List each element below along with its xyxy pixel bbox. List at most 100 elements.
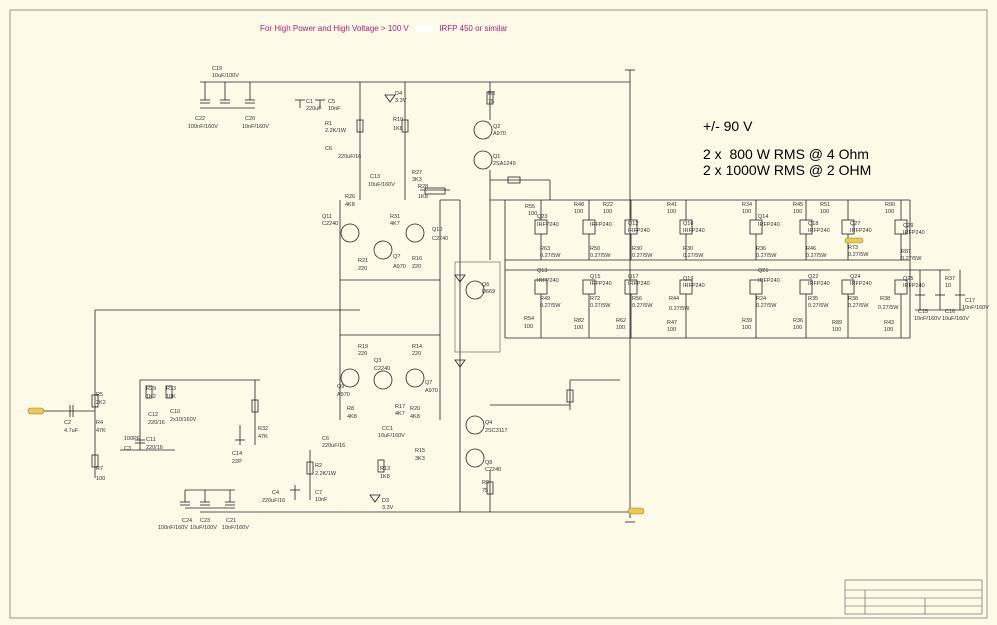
label-r29: R29 [146,386,156,392]
label-q11: Q11 [322,214,332,220]
value-r47: 100 [667,327,676,333]
label-r45: R45 [793,202,803,208]
label-c5: C5 [328,99,335,105]
value-q6: D669 [482,289,495,295]
label-r44: R44 [669,296,679,302]
value-r39: 100 [742,325,751,331]
value-r30: 0.27/5W [632,253,653,259]
label-r43: R43 [884,320,894,326]
input-stage [27,309,360,478]
value-c11: 220/16 [146,445,163,451]
label-q6: Q6 [482,282,489,288]
speaker-connector [627,507,645,515]
value-q8: C2240 [485,467,501,473]
label-q16: Q16 [683,221,693,227]
value-r30-b: 0.27/5W [683,253,704,259]
label-q25: Q25 [903,276,913,282]
value-r17: 4K7 [395,411,405,417]
value-r63: 0.27/5W [540,253,561,259]
value-c7: 10nF [315,497,328,503]
value-q29: IRFP240 [903,230,925,236]
label-r9: R9 [482,480,489,486]
label-q7: Q7 [425,380,432,386]
value-r29: 1K2 [146,394,156,400]
label-q15: Q15 [590,274,600,280]
value-r36: 0.27/5W [756,253,777,259]
value-q15-up: IRFP240 [590,222,612,228]
input-connector [27,407,45,415]
label-q3: Q3 [374,358,381,364]
output-connector [844,237,864,244]
label-r2: R2 [315,463,322,469]
value-r24: 0.27/5W [756,303,777,309]
label-r24: R24 [756,296,766,302]
label-r28: R28 [418,184,428,190]
label-r15: R15 [415,448,425,454]
value-r14: 220 [412,351,421,357]
label-r38: R38 [848,296,858,302]
value-c24: 100nF/160V [158,525,188,531]
label-c15: C15 [918,309,928,315]
label-c6-lower: C6 [322,436,329,442]
label-r14: R14 [412,344,422,350]
label-q1: Q1 [493,154,500,160]
value-r20: 4K8 [410,414,420,420]
value-r2: 2.2K/1W [315,471,337,477]
value-q4: 2SC3117 [485,428,508,434]
label-q12: Q12 [628,221,638,227]
value-r35: 0.27/5W [808,303,829,309]
label-r13: R13 [380,466,390,472]
label-r48: R48 [574,202,584,208]
negative-rail [200,511,640,523]
value-c19: 10uF/100V [212,73,239,79]
label-q13: Q13 [537,268,547,274]
value-r36-lower: 100 [793,325,802,331]
value-c16: 10uF/160V [942,316,969,322]
label-c22: C22 [195,116,205,122]
label-r32: R32 [258,426,268,432]
label-c10: C10 [170,409,180,415]
value-r10: 1K8 [393,126,403,132]
value-q2: A970 [493,131,506,137]
label-q24: Q24 [850,274,860,280]
value-r9: 75 [482,488,488,494]
value-q3: C2240 [374,366,390,372]
label-d4: D4 [395,91,402,97]
value-q10: C2240 [432,236,448,242]
value-r62: 100 [616,325,625,331]
value-r21: 220 [358,266,367,272]
label-r34: R34 [742,202,752,208]
value-q1: 2SA1249 [493,161,516,167]
value-r31: 4K7 [390,221,400,227]
label-q19: Q19 [683,276,693,282]
value-c4: 220uF/16 [262,498,285,504]
label-d3: D3 [382,498,389,504]
label-c23: C23 [200,518,210,524]
label-c24: C24 [182,518,192,524]
value-r72: 0.27/5W [590,303,611,309]
label-r36-lower: R36 [793,318,803,324]
value-q16: IRFP240 [683,228,705,234]
label-r33: R33 [166,386,176,392]
label-r37: R37 [945,276,955,282]
value-c14: 22P [232,459,242,465]
value-r82: 100 [574,325,583,331]
label-r4: R4 [96,420,103,426]
value-r45: 100 [793,209,802,215]
value-r8: 4K8 [347,414,357,420]
value-r50: 0.27/5W [590,253,611,259]
value-c21: 10nF/160V [222,525,249,531]
value-q23: IRFP240 [537,222,559,228]
value-c17: 10nF/160V [962,305,989,311]
output-bias-network [454,176,950,410]
label-r47: R47 [667,320,677,326]
value-r89: 100 [832,327,841,333]
value-q19: IRFP240 [683,283,705,289]
label-q-upper: Q? [393,254,400,260]
value-r54: 100 [524,324,533,330]
value-r48: 100 [574,209,583,215]
value-r22: 100 [603,209,612,215]
value-r51: 100 [820,209,829,215]
value-r44: 0.27/5W [669,306,690,312]
